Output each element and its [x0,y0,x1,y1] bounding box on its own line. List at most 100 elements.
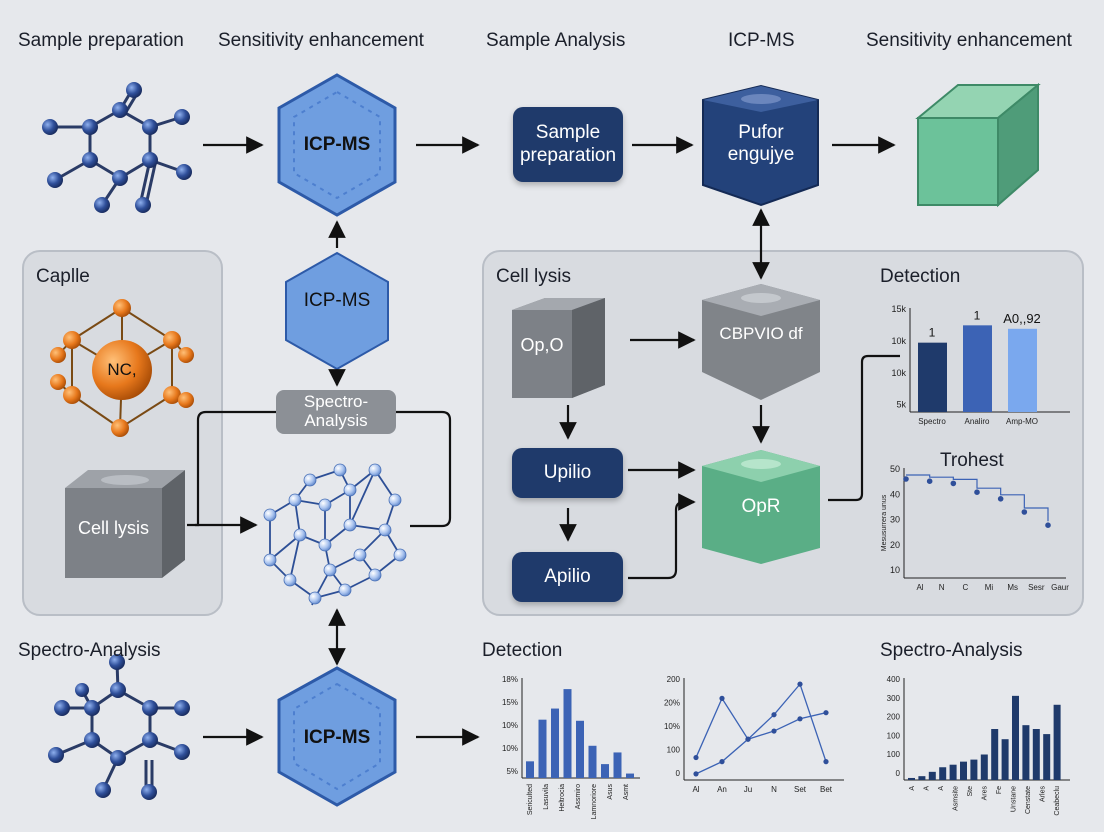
x-tick-label: Ares [982,786,989,801]
x-tick-label: Heltrocia [559,784,566,812]
molecule-bottom-left [48,654,190,800]
y-tick-label: 50 [890,464,900,474]
y-tick-label: 100 [887,731,901,740]
bar-data-label: 1 [929,326,936,340]
y-tick-label: 10% [502,721,518,730]
header-detection-bottom: Detection [482,640,563,661]
detection-title: Detection [880,266,961,287]
x-tick-label: Mi [985,583,994,592]
opr-label: OpR [741,496,781,517]
y-axis-label: Mesusurrera unus [881,494,888,551]
right-panel-shapes [512,284,820,564]
x-tick-label: Lasuvila [543,784,550,810]
x-tick-label: Asmsite [953,786,960,811]
data-point [997,496,1004,502]
center-column-arrows [187,220,452,666]
header-sensitivity-enhancement: Sensitivity enhancement [218,30,424,51]
bar-data-label: A0,,92 [1003,311,1041,326]
y-tick-label: 18% [502,675,518,684]
bar [588,745,597,778]
header-sample-preparation: Sample preparation [18,30,184,51]
bar [613,752,622,778]
data-point [1045,522,1051,528]
y-tick-label: 40 [890,489,900,499]
data-point [903,476,909,482]
x-tick-label: Al [692,785,699,794]
icp-hex-top [277,73,397,217]
data-point [693,771,699,777]
data-point [719,759,725,765]
x-tick-label: A [924,786,931,791]
bar [1022,725,1030,780]
bar [601,764,609,778]
y-tick-label: 15k [891,304,906,314]
x-tick-label: An [717,785,727,794]
data-point [719,695,725,701]
x-tick-label: Censtate [1025,786,1032,814]
y-tick-label: 10 [890,565,900,575]
y-tick-label: 400 [887,675,901,684]
series-line [906,474,1049,522]
bar [970,759,978,780]
bar [1032,729,1040,780]
x-tick-label: Ceabeclu [1054,786,1061,816]
left-panel-title: Caplle [36,266,90,287]
bar [963,325,992,412]
bar [538,719,547,778]
bar [960,761,967,780]
cbpvio-label: CBPVIO df [719,324,803,343]
bar [918,776,926,780]
y-tick-label: 30 [890,515,900,525]
bar [576,720,584,778]
opo-label: Op,O [520,335,564,355]
x-tick-label: Asus [607,784,614,800]
x-tick-label: A [938,786,945,791]
right-panel-title: Cell lysis [496,266,571,287]
y-tick-label: 20 [890,540,900,550]
x-tick-label: Analiro [965,417,990,426]
x-tick-label: Fe [996,786,1003,794]
icp-hex-mid [285,251,389,371]
x-tick-label: Lamnoriore [591,784,598,820]
y-tick-label: 10% [502,744,518,753]
bar [939,767,947,780]
x-tick-label: N [771,785,777,794]
header-sample-analysis: Sample Analysis [486,30,626,51]
data-point [771,712,777,718]
y-tick-label: 0 [896,769,901,778]
nc-label: NC, [107,360,137,379]
y-tick-label: 100 [667,745,681,754]
x-tick-label: A [909,786,916,791]
bar [1008,328,1037,412]
y-tick-label: 20% [664,698,680,707]
bar [526,761,534,778]
x-tick-label: Arles [1040,786,1047,802]
data-point [771,728,777,734]
y-tick-label: 300 [887,694,901,703]
y-tick-label: 10k [891,368,906,378]
y-tick-label: 10k [891,336,906,346]
pufor-prism [702,84,819,207]
x-tick-label: Assmiro [575,784,582,809]
trohest-title: Trohest [940,450,1004,471]
bar [1001,739,1009,780]
apilio-box: Apilio [512,552,623,602]
x-tick-label: Unstane [1011,786,1018,812]
data-point [797,681,803,687]
header-icp-ms: ICP-MS [728,30,795,51]
y-tick-label: 0 [676,769,681,778]
sample-preparation-box: Sample preparation [513,107,623,182]
bar [563,689,572,778]
bar [1053,704,1061,780]
icp-bottom-label: ICP-MS [303,727,371,748]
x-tick-label: Bet [820,785,833,794]
network-molecule [263,463,407,606]
series-line [695,712,827,775]
spectro-analysis-pill: Spectro-Analysis [276,390,396,434]
bar-data-label: 1 [974,308,981,322]
bar [1012,695,1019,780]
right-panel-arrows [559,208,900,580]
